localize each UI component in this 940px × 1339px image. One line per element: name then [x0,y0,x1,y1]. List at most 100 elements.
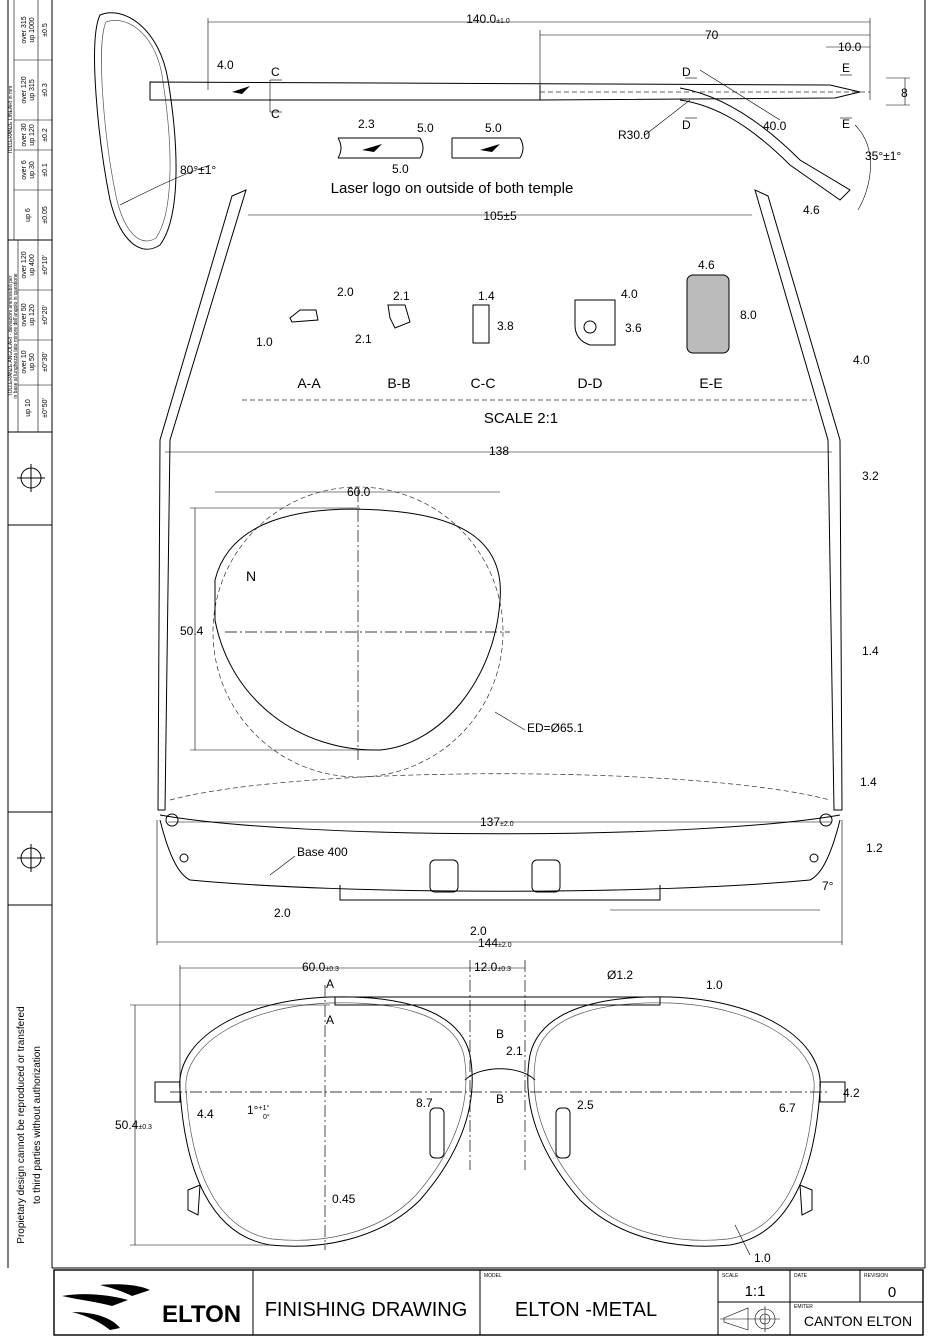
svg-text:over 315: over 315 [21,16,28,43]
title-block: ELTON FINISHING DRAWING MODEL ELTON -MET… [53,1269,924,1336]
svg-text:2.0: 2.0 [470,924,487,938]
logo-dim-5: 5.0 [417,121,434,135]
svg-text:50.4: 50.4 [180,624,204,638]
svg-text:±0.1: ±0.1 [42,163,49,177]
front-view: 60.0±0.3 12.0±0.3 Ø1.2 1.0 A A B B 2.1 4… [115,960,860,1265]
svg-text:±0.05: ±0.05 [42,206,49,224]
svg-text:0.45: 0.45 [332,1192,356,1206]
scale-label: SCALE [722,1273,739,1279]
dim-bridge: 12.0±0.3 [474,960,511,974]
sections: 105±5 2.0 1.0 2.1 2.1 1.4 3.8 4.0 3.6 4.… [242,209,870,427]
svg-text:Ø1.2: Ø1.2 [607,968,633,982]
svg-text:60.0: 60.0 [347,485,371,499]
svg-text:2.0: 2.0 [337,285,354,299]
svg-text:over 120: over 120 [21,76,28,103]
dim-4: 4.0 [217,58,234,72]
svg-text:1.4: 1.4 [862,644,879,658]
svg-text:up 120: up 120 [29,124,36,146]
linear-row: over 120 up 315 ±0.3 [21,76,49,103]
frame [7,0,926,1269]
proprietary-notice: Propietary design cannot be reproduced o… [16,1006,27,1243]
logo-dim-5: 5.0 [392,162,409,176]
svg-text:8.0: 8.0 [740,308,757,322]
dim-144: 144±2.0 [478,936,512,950]
brand-name: ELTON [162,1301,241,1328]
svg-text:2.1: 2.1 [355,332,372,346]
svg-text:up 6: up 6 [25,208,32,222]
svg-text:up 400: up 400 [29,254,36,276]
svg-text:7°: 7° [822,879,834,893]
angular-row: over 50 up 120 ±0°20' [21,303,49,326]
svg-text:4.2: 4.2 [843,1086,860,1100]
proprietary-notice: to third parties without authorization [32,1046,43,1204]
svg-text:up 50: up 50 [29,353,36,371]
svg-text:2.5: 2.5 [577,1098,594,1112]
section-e-label: E [842,61,850,75]
dim-10: 10.0 [838,40,862,54]
svg-text:over 6: over 6 [21,160,28,180]
dim-overall-length: 140.0±1.0 [466,12,510,26]
svg-text:1.4: 1.4 [860,775,877,789]
svg-text:1.0: 1.0 [754,1251,771,1265]
logo-dim-2-3: 2.3 [358,117,375,131]
svg-text:0°: 0° [263,1113,270,1121]
dim-8: 8 [901,86,908,100]
svg-text:138: 138 [489,444,509,458]
revision-value: 0 [888,1284,896,1301]
svg-text:over 30: over 30 [21,123,28,146]
dim-70: 70 [705,28,719,42]
svg-text:over 10: over 10 [21,350,28,373]
tolerance-table: TOLLERANZE LINEARI in mm TOLLERANZE ANGO… [8,0,52,432]
section-label-dd: D-D [578,375,603,391]
section-c-label: C [271,65,280,79]
svg-text:Base 400: Base 400 [297,845,348,859]
svg-text:1.0: 1.0 [706,978,723,992]
linear-row: over 30 up 120 ±0.2 [21,123,49,146]
svg-text:±0.5: ±0.5 [42,23,49,37]
dim-105: 105±5 [483,209,517,223]
logo-dim-5: 5.0 [485,121,502,135]
svg-text:B: B [496,1027,504,1041]
svg-text:±0°50': ±0°50' [41,398,49,418]
logo-note: Laser logo on outside of both temple [331,180,574,197]
dim-4-6: 4.6 [803,203,820,217]
svg-text:B: B [496,1092,504,1106]
svg-text:2.1: 2.1 [393,289,410,303]
section-label-bb: B-B [387,375,410,391]
crosshair-icon [17,464,45,492]
svg-text:4.6: 4.6 [698,258,715,272]
svg-text:over 120: over 120 [21,251,28,278]
svg-text:±0.3: ±0.3 [42,83,49,97]
svg-text:8.7: 8.7 [416,1096,433,1110]
elton-logo [62,1284,150,1330]
angular-header: TOLLERANZE ANGOLARI - deviazioni ammissi… [8,275,14,396]
dim-angle-35: 35°±1° [865,149,901,163]
section-d-label: D [682,65,691,79]
crosshair-icon [17,844,45,872]
emiter-value: CANTON ELTON [804,1313,912,1329]
projection-symbol-icon [720,1306,780,1332]
linear-row: over 6 up 30 ±0.1 [21,160,49,180]
side-view: 140.0±1.0 70 10.0 4.0 8 R30.0 40.0 35°±1… [94,12,910,250]
emiter-label: EMITER [794,1304,813,1310]
section-e-hatch [686,274,730,354]
dim-137: 137±2.0 [480,815,514,829]
svg-text:4.4: 4.4 [197,1107,214,1121]
svg-text:±0.2: ±0.2 [42,128,49,142]
section-c-label: C [271,107,280,121]
svg-text:±0°30': ±0°30' [41,352,49,372]
linear-header: TOLLERANZE LINEARI in mm [8,86,14,155]
dim-angle-80: 80°±1° [180,163,216,177]
svg-text:2.1: 2.1 [506,1044,523,1058]
dim-temple-width: 4.0 [853,353,870,367]
linear-row: up 6 ±0.05 [25,206,49,224]
model-value: ELTON -METAL [515,1299,657,1321]
svg-text:2.0: 2.0 [274,906,291,920]
svg-text:ED=Ø65.1: ED=Ø65.1 [527,721,584,735]
model-label: MODEL [484,1273,502,1279]
svg-text:A: A [326,1013,334,1027]
svg-text:1.2: 1.2 [866,841,883,855]
svg-text:6.7: 6.7 [779,1101,796,1115]
svg-text:A: A [326,977,334,991]
section-d-label: D [682,118,691,132]
